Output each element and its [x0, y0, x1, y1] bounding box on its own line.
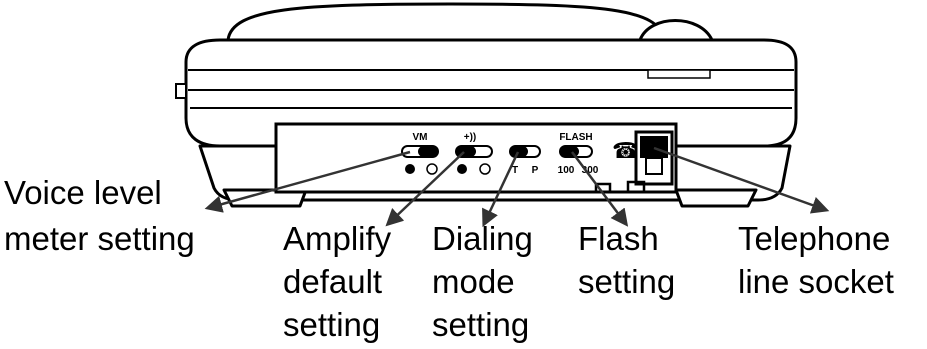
callout-labels: Voice level meter setting Amplify defaul…: [4, 174, 894, 343]
vm-label: VM: [413, 132, 428, 143]
tone-label: T: [512, 165, 518, 176]
voice-level-label-line2: meter setting: [4, 220, 195, 257]
dialing-label-line3: setting: [432, 306, 529, 343]
vm-filled-dot: [405, 164, 415, 174]
body-slot: [647, 69, 711, 79]
flash-label-line2: setting: [578, 263, 675, 300]
flash-switch-knob: [560, 146, 579, 157]
flash-300-label: 300: [582, 165, 599, 176]
vm-empty-dot: [426, 163, 438, 175]
amplify-filled-dot: [457, 164, 467, 174]
dialing-switch-knob: [510, 146, 528, 157]
voice-level-label-line1: Voice level: [4, 174, 162, 211]
handset-outline: [226, 2, 666, 42]
line-socket: [634, 130, 674, 186]
vm-switch-knob: [418, 146, 438, 157]
cord-channel: [594, 180, 646, 192]
pulse-label: P: [532, 165, 539, 176]
flash-label-line1: Flash: [578, 220, 659, 257]
telephone-body: [184, 38, 798, 148]
telephone-illustration: VM +)) T P FLASH 100 300: [175, 2, 798, 208]
amplify-empty-dot: [479, 163, 491, 175]
amplify-arrow: [385, 151, 465, 227]
dialing-label-line2: mode: [432, 263, 515, 300]
telephone-line-arrow: [653, 146, 830, 214]
voice-level-arrow: [204, 150, 411, 213]
right-foot: [674, 188, 758, 208]
telephone-label-line2: line socket: [738, 263, 894, 300]
flash-label: FLASH: [559, 132, 592, 143]
side-button: [175, 83, 187, 99]
vm-switch-group: VM: [401, 132, 439, 175]
amplify-label-line1: Amplify: [283, 220, 392, 257]
socket-opening: [640, 136, 668, 158]
handset-knob: [638, 19, 714, 42]
telephone-label-line1: Telephone: [738, 220, 890, 257]
dialing-arrow: [482, 151, 520, 228]
amplify-label-line2: default: [283, 263, 382, 300]
flash-arrow: [571, 151, 629, 227]
amplify-label: +)): [464, 132, 477, 143]
dialing-label-line1: Dialing: [432, 220, 533, 257]
flash-100-label: 100: [558, 165, 575, 176]
callout-arrows: [204, 146, 830, 228]
socket-clip: [645, 157, 663, 175]
amplify-label-line3: setting: [283, 306, 380, 343]
